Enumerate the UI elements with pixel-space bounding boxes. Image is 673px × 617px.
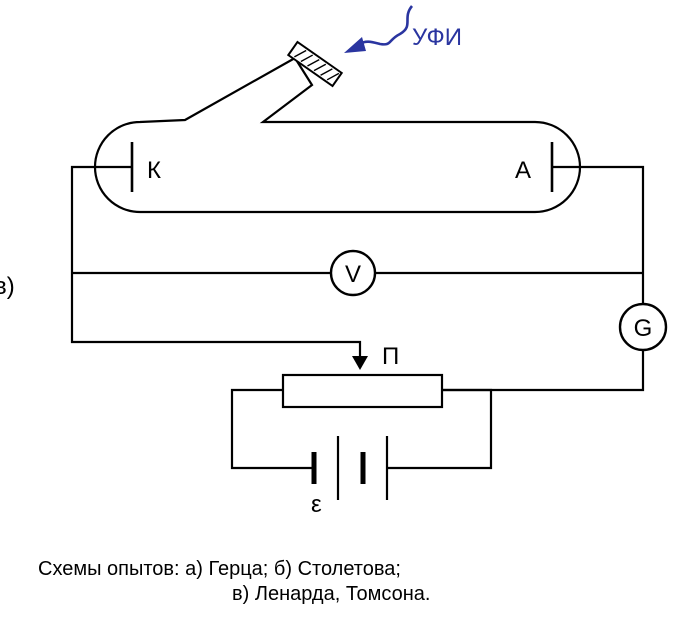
- galvanometer: [618, 302, 668, 352]
- vacuum-tube: [93, 56, 582, 214]
- variant-label: в): [0, 273, 15, 300]
- uv-radiation-arrow: [344, 5, 414, 53]
- return-wire: [442, 351, 645, 392]
- voltmeter-label: V: [345, 261, 361, 288]
- galvanometer-label: G: [634, 315, 653, 342]
- quartz-window: [286, 40, 344, 88]
- potentiometer: [281, 373, 444, 409]
- battery-loop: [230, 388, 493, 470]
- caption-line-2: в) Ленарда, Томсона.: [232, 583, 430, 605]
- emf-label: ε: [311, 491, 322, 518]
- voltmeter: [329, 249, 377, 297]
- anode-label: А: [515, 157, 531, 184]
- cathode-label: К: [147, 157, 161, 184]
- battery: [311, 436, 389, 500]
- potentiometer-label: П: [382, 343, 399, 370]
- caption-line-1: Схемы опытов: а) Герца; б) Столетова;: [38, 558, 401, 580]
- uv-label: УФИ: [412, 24, 462, 51]
- anode-wire: [552, 165, 645, 303]
- slider-arrow: [352, 356, 368, 370]
- cathode-wire: [70, 165, 362, 358]
